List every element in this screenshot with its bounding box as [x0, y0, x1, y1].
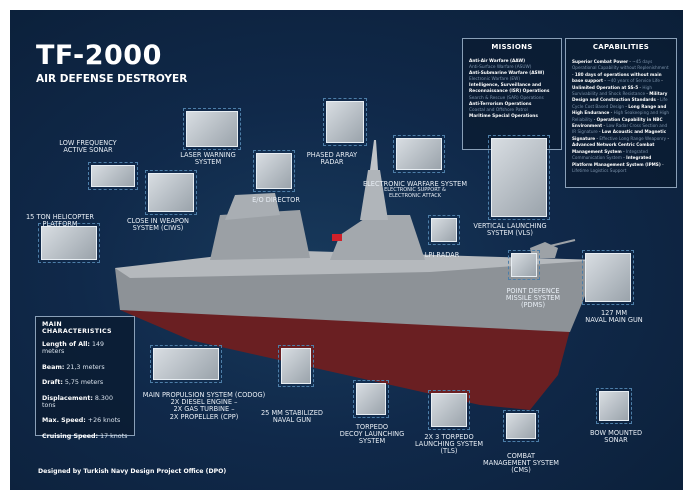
capability-item: Operation Capability in NBC Environment — [572, 116, 663, 129]
characteristics-title: MAIN CHARACTERISTICS — [42, 321, 112, 335]
eo-director-image — [253, 150, 295, 192]
lfas-image — [88, 162, 138, 190]
ship-superstructure-aft — [210, 210, 310, 260]
mission-item: Anti-Terrorism Operations — [469, 101, 532, 107]
vls-image — [488, 135, 550, 220]
capability-item: Integrated Communication System — [572, 148, 648, 161]
propulsion-image — [150, 345, 222, 383]
phased-array-radar-image — [323, 98, 367, 146]
characteristic-row: Draft: 5,75 meters — [42, 379, 104, 386]
capability-item: High Survivability and Shock Resistance — [572, 84, 652, 97]
mission-item: Anti-Air Warfare (AAW) — [469, 59, 526, 64]
main-gun-image — [582, 250, 634, 305]
capabilities-panel: CAPABILITIES Superior Combat Power - ~45… — [565, 38, 677, 188]
characteristic-row: Length of All: 149 meters — [42, 341, 104, 355]
capability-item: Military Design and Construction Standar… — [572, 91, 668, 103]
capability-item: Integrated Platform Management System (I… — [572, 155, 661, 167]
cms-image — [503, 410, 539, 442]
laser-warning-image — [183, 108, 241, 150]
25mm-gun-image — [278, 345, 314, 387]
capabilities-title: CAPABILITIES — [592, 43, 650, 51]
flag — [332, 234, 342, 241]
poster: TF-2000 AIR DEFENSE DESTROYER MISSIONS A… — [10, 10, 683, 490]
capability-item: Advanced Network Centric Combat Manageme… — [572, 142, 655, 154]
ship-mast-top — [370, 140, 378, 170]
capability-item: 180 days of operations without main base… — [572, 71, 662, 84]
main-characteristics-panel: MAIN CHARACTERISTICS Length of All: 149 … — [35, 316, 135, 440]
lpi-radar-image — [428, 215, 460, 245]
capability-item: Superior Combat Power — [572, 59, 629, 64]
capability-item: ~45 days Operational Capability without … — [572, 59, 669, 71]
capability-item: Unlimited Operation at SS-5 — [572, 84, 639, 90]
ship-mast — [360, 170, 388, 220]
page-subtitle: AIR DEFENSE DESTROYER — [36, 73, 188, 85]
eo-director-label: E/O DIRECTOR — [252, 196, 300, 204]
capability-item: Low Acoustic and Magnetic Signature — [572, 129, 667, 141]
ship-lower-hull — [120, 310, 570, 410]
mission-item: Electronic Warfare (EW) — [469, 77, 521, 83]
ship-hull — [115, 260, 600, 332]
characteristic-row: Cruising Speed: 17 knots — [42, 432, 128, 440]
characteristic-row: Beam: 21,3 meters — [42, 363, 105, 371]
capability-item: Life Cycle Cost Based Design — [572, 97, 668, 109]
ship-illustration — [115, 140, 600, 410]
ship-hangar — [225, 193, 280, 220]
characteristic-row: Displacement: 8.300 tons — [42, 394, 113, 409]
missions-title: MISSIONS — [491, 43, 533, 51]
mission-item: Search & Rescue (SAR) Operations — [469, 95, 544, 101]
capability-item: Long Range and High Endurance — [572, 103, 667, 116]
helicopter-platform-image — [38, 223, 100, 263]
mission-item: Intelligence, Surveillance and Reconnais… — [469, 83, 550, 95]
ship-superstructure-fwd — [330, 215, 425, 260]
capability-item: Low Radar Cross Section and IR Signature — [572, 123, 668, 135]
mission-item: Maritime Special Operations — [469, 113, 538, 119]
missions-panel: MISSIONS Anti-Air Warfare (AAW) Anti-Sur… — [462, 38, 562, 150]
capability-item: Effective Long Range Weaponry — [599, 135, 667, 141]
tls-image — [428, 390, 470, 430]
capabilities-list: Superior Combat Power - ~45 days Operati… — [572, 59, 670, 173]
pdms-image — [508, 250, 540, 280]
lpi-radar-label: LPI RADAR — [424, 251, 460, 259]
mission-item: Anti-Surface Warfare (ASUW) — [469, 65, 532, 71]
propulsion-label: MAIN PROPULSION SYSTEM (CODOG)2X DIESEL … — [142, 391, 266, 421]
capability-item: High Seakeeping and High Reliability — [572, 110, 670, 122]
mission-item: Coastal and Offshore Patrol — [469, 107, 528, 113]
torpedo-decoy-image — [353, 380, 389, 418]
characteristic-row: Max. Speed: +26 knots — [42, 417, 121, 424]
mission-item: Anti-Submarine Warfare (ASW) — [469, 71, 545, 77]
bow-sonar-image — [596, 388, 632, 424]
ew-system-image — [393, 135, 445, 173]
ciws-image — [145, 170, 197, 215]
capability-item: Lifetime Logistics Support — [572, 167, 627, 173]
capability-item: ~40 years of Service Life — [607, 78, 660, 84]
page-title: TF-2000 — [36, 40, 162, 71]
footer-credit: Designed by Turkish Navy Design Project … — [38, 468, 227, 475]
